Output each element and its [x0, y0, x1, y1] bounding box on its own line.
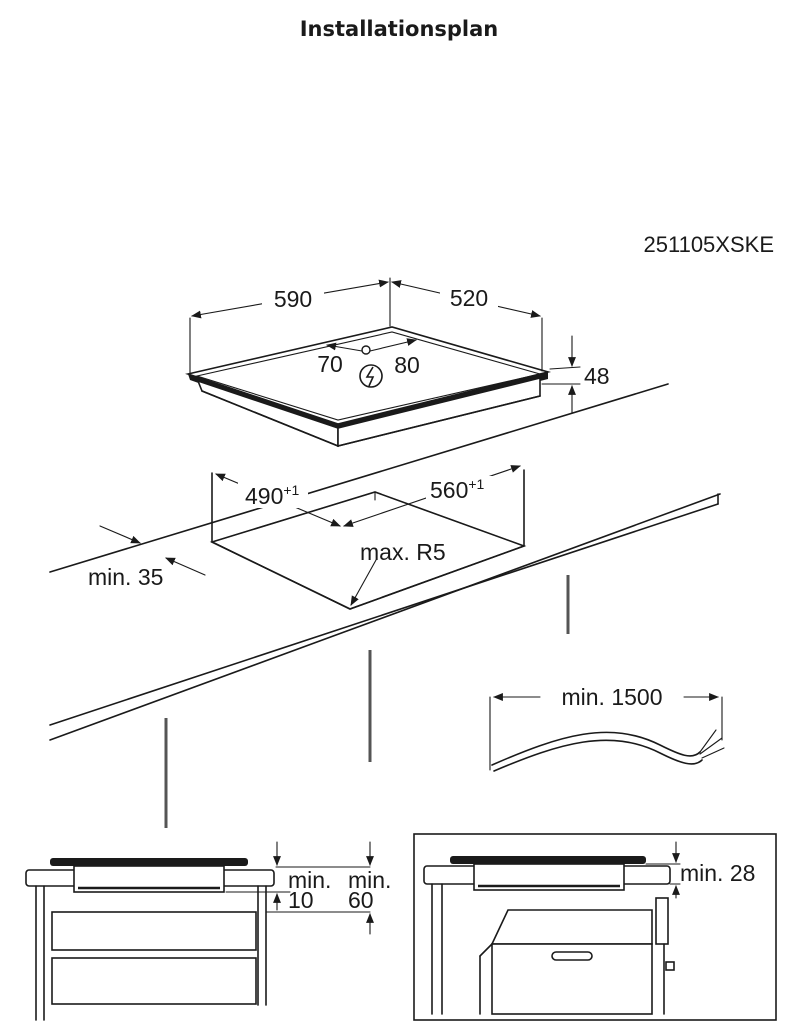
dim-r5-leader [350, 559, 377, 606]
drawer-gap-bottom-prefix: min. [348, 867, 391, 893]
hob-drawing [185, 326, 552, 448]
drawer-gap-bottom-value: 60 [348, 887, 374, 913]
model-code: 251105XSKE [644, 232, 774, 257]
connection-point-icon [361, 345, 371, 355]
drawer-gap-top-prefix: min. [288, 867, 331, 893]
oven-gap-label: min. 28 [680, 860, 755, 886]
section-oven [413, 833, 777, 1021]
front-edge-label: min. 35 [88, 564, 163, 590]
cable-drawing [489, 696, 725, 772]
cutout-radius-label: max. R5 [360, 539, 446, 565]
cutout-width-label: 560+1 [430, 476, 485, 503]
hob-width-label: 590 [274, 286, 312, 312]
cable-length-label: min. 1500 [561, 684, 662, 710]
dim-35-arrow-b [165, 557, 206, 576]
page-title: Installationsplan [300, 17, 499, 41]
dim-70-line [326, 342, 363, 352]
electrical-symbol-icon [359, 364, 383, 388]
cutout-depth-label: 490+1 [245, 482, 300, 509]
dim-48-ext-top [549, 366, 581, 370]
conn-right-label: 80 [394, 352, 420, 378]
conn-left-label: 70 [317, 351, 343, 377]
drawer-gap-top-value: 10 [288, 887, 314, 913]
dim-80-line [369, 338, 417, 352]
hob-depth-label: 520 [450, 285, 488, 311]
dim-35-arrow-a [99, 525, 141, 544]
section-drawer [25, 841, 374, 1021]
hob-height-label: 48 [584, 363, 610, 389]
